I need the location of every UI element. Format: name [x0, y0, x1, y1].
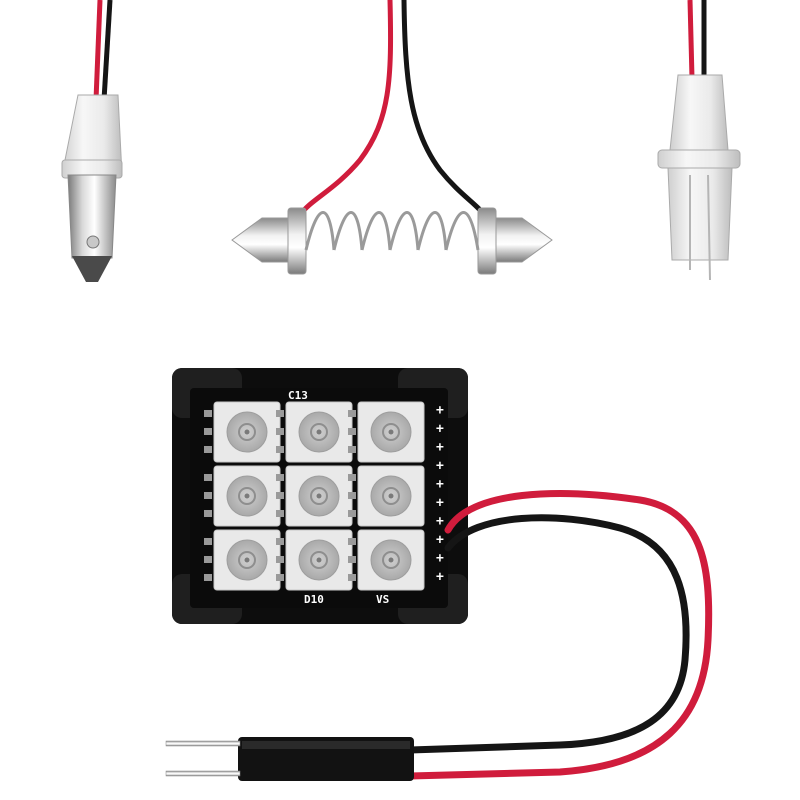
led-chip [348, 401, 425, 463]
silkscreen-plus-sign: + [436, 551, 444, 566]
red-wire [687, 0, 695, 79]
led-pcb-board: C13 D10 VS + + + + + + + + + + [172, 368, 468, 624]
silkscreen-top-label: C13 [288, 389, 308, 402]
red-wire [297, 0, 394, 217]
festoon-spring-adapter [231, 0, 553, 275]
led-chip [276, 529, 353, 591]
led-chip [348, 465, 425, 527]
socket-contact-tip [72, 256, 112, 282]
socket-metal-base [67, 174, 117, 259]
connector-pin-top [165, 740, 241, 747]
wedge-upper-housing [669, 74, 729, 151]
silkscreen-plus-sign: + [436, 496, 444, 511]
bayonet-pin [86, 235, 100, 249]
led-chip [276, 401, 353, 463]
silkscreen-plus-sign: + [436, 459, 444, 474]
wedge-flange [657, 149, 741, 169]
black-lead-wire [406, 514, 690, 754]
pcb-lead-wires [406, 490, 713, 780]
red-lead-wire [406, 490, 713, 780]
silkscreen-plus-column: + + + + + + + + + + [436, 403, 444, 585]
silkscreen-bottom-left-label: D10 [304, 593, 324, 606]
silkscreen-plus-sign: + [436, 533, 444, 548]
spring-coil [304, 211, 480, 251]
silkscreen-plus-sign: + [436, 422, 444, 437]
silkscreen-plus-sign: + [436, 440, 444, 455]
red-wire [93, 0, 103, 101]
led-chip [204, 401, 281, 463]
led-chip [276, 465, 353, 527]
silkscreen-bottom-right-label: VS [376, 593, 389, 606]
led-grid [204, 401, 425, 591]
t10-wedge-adapter [657, 0, 741, 281]
silkscreen-plus-sign: + [436, 403, 444, 418]
silkscreen-plus-sign: + [436, 477, 444, 492]
black-wire [401, 0, 487, 217]
silkscreen-plus-sign: + [436, 570, 444, 585]
ba9s-socket-adapter [61, 0, 123, 282]
pin-connector [165, 737, 414, 781]
silkscreen-plus-sign: + [436, 514, 444, 529]
led-chip [348, 529, 425, 591]
led-chip [204, 465, 281, 527]
wedge-base [667, 167, 733, 261]
black-wire [101, 0, 113, 101]
connector-pin-bottom [165, 770, 241, 777]
led-chip [204, 529, 281, 591]
